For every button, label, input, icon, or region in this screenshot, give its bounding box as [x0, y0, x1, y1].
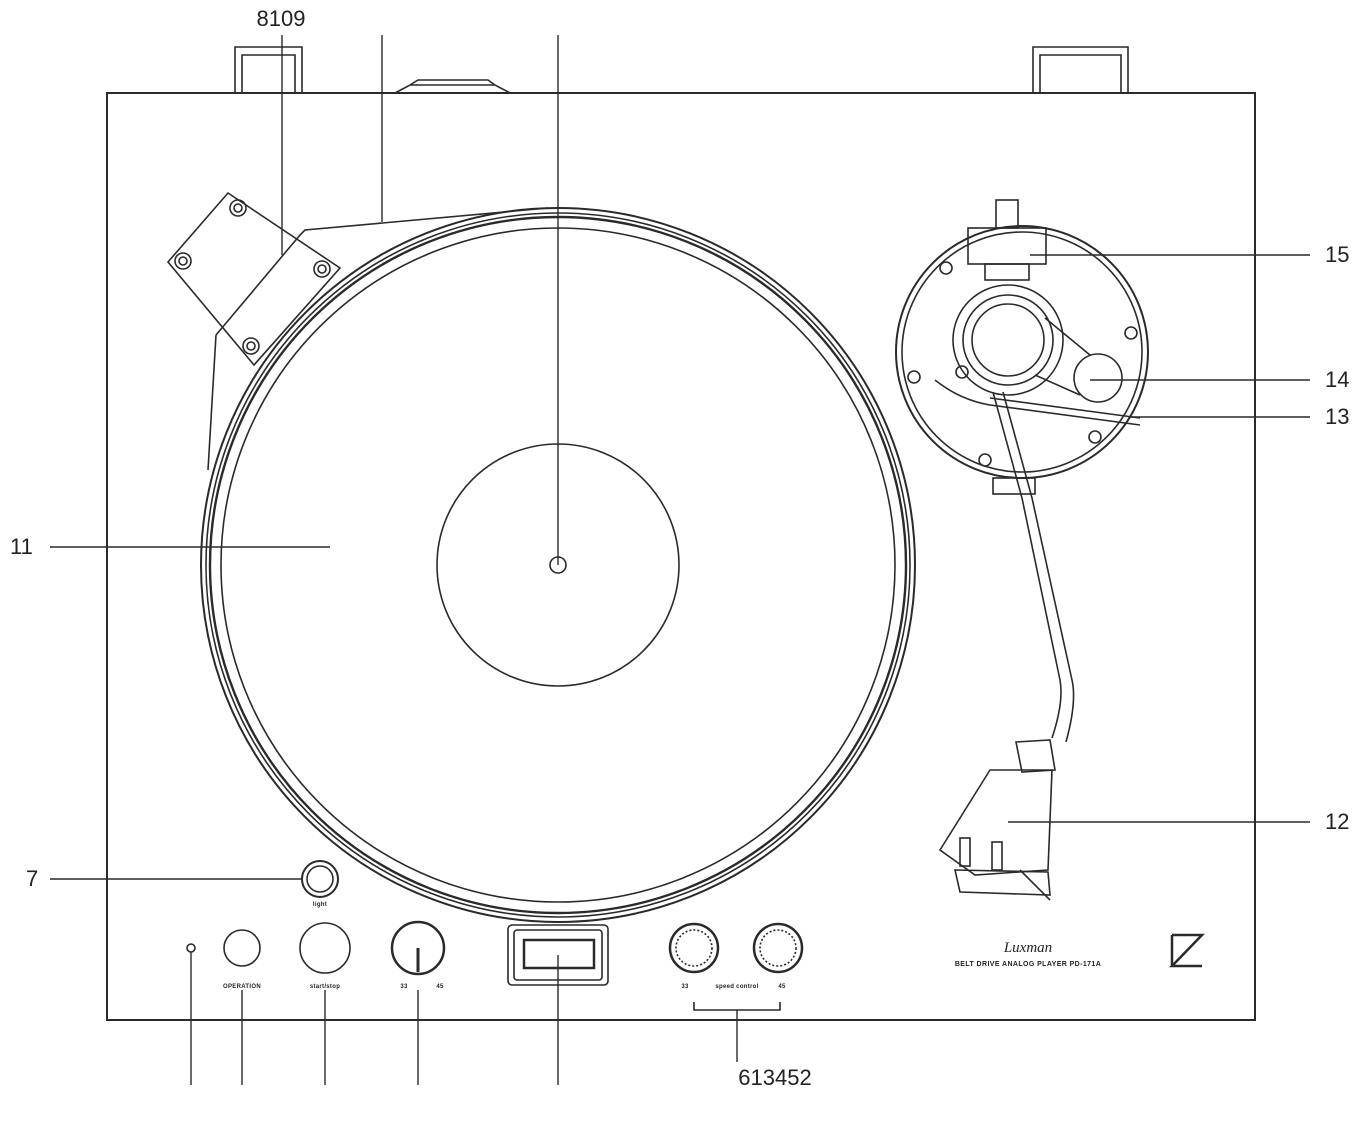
label-light: light — [313, 902, 327, 908]
speed-control-33-knob[interactable] — [668, 922, 720, 974]
label-speed-45: 45 — [436, 984, 444, 990]
label-operation: OPERATION — [223, 984, 261, 990]
callout-7: 7 — [26, 866, 38, 891]
plinth — [106, 92, 1256, 1021]
brand-mark — [1169, 933, 1205, 968]
hinge-right — [1032, 46, 1129, 93]
callout-14: 14 — [1325, 367, 1349, 392]
motor-housing — [207, 207, 549, 471]
brand-model-line: BELT DRIVE ANALOG PLAYER PD-171A — [955, 961, 1101, 968]
label-speed-control: speed control — [715, 984, 758, 990]
callout-12: 12 — [1325, 809, 1349, 834]
callout-15: 15 — [1325, 242, 1349, 267]
speed-selector-knob[interactable] — [390, 920, 446, 976]
rear-connector — [394, 79, 511, 94]
start-stop-button[interactable] — [299, 922, 351, 974]
tonearm-base — [895, 225, 1149, 479]
speed-control-45-knob[interactable] — [752, 922, 804, 974]
motor-plate — [166, 191, 342, 367]
power-indicator — [186, 943, 196, 953]
callout-613452: 613452 — [738, 1065, 811, 1090]
operation-button[interactable] — [223, 929, 261, 967]
label-sc-45: 45 — [778, 984, 786, 990]
callout-11: 11 — [10, 534, 33, 559]
leader-lines — [50, 35, 1310, 1085]
callout-13: 13 — [1325, 404, 1349, 429]
label-speed-33: 33 — [400, 984, 408, 990]
label-start-stop: start/stop — [310, 984, 340, 990]
brand-logo: Luxman — [1003, 940, 1052, 956]
arm-pivot-top — [967, 199, 1047, 281]
tonearm-tube — [938, 391, 1075, 901]
label-sc-33: 33 — [681, 984, 689, 990]
hinge-left — [234, 46, 303, 93]
callout-8109: 8109 — [257, 6, 306, 31]
